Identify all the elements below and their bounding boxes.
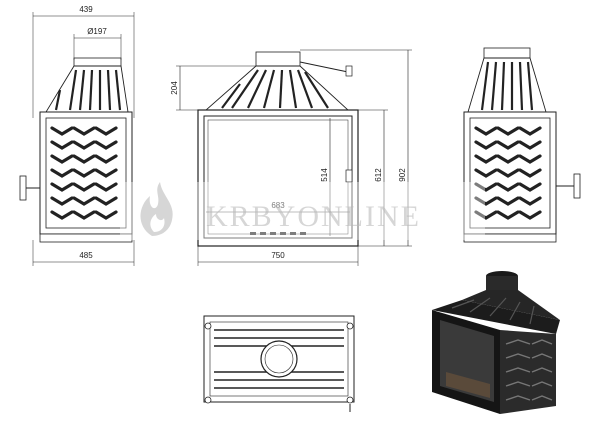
- door-glass: [203, 115, 353, 239]
- top-view: [203, 315, 355, 412]
- watermark: KRBYONLINE: [120, 182, 485, 240]
- dim-485-label: 485: [79, 251, 93, 260]
- front-hood: [204, 65, 350, 111]
- damper-lever: [299, 61, 349, 73]
- door-handle-icon: [19, 175, 27, 201]
- side-view-right: [463, 47, 581, 243]
- dim-612-label: 612: [374, 168, 383, 182]
- side-view-left: 439 Ø197: [19, 5, 135, 266]
- front-handle-icon: [345, 169, 353, 183]
- base: [39, 233, 133, 243]
- dim-750-label: 750: [271, 251, 285, 260]
- dim-204-label: 204: [170, 81, 179, 95]
- dim-514-label: 514: [320, 168, 329, 182]
- flame-logo-icon: [140, 182, 173, 236]
- right-handle-icon: [573, 173, 581, 199]
- dim-902-label: 902: [398, 168, 407, 182]
- front-view: 204 683: [170, 49, 412, 266]
- flue: [255, 51, 301, 67]
- hood-ribs: [221, 69, 329, 109]
- flue-opening-icon: [260, 340, 298, 378]
- right-hood: [467, 57, 547, 113]
- dim-439-label: 439: [79, 5, 93, 14]
- fireplace-3d-render: [432, 271, 560, 414]
- dim-flue-diameter-label: Ø197: [87, 27, 107, 36]
- flue-collar: [73, 57, 122, 67]
- air-vents: [250, 232, 306, 235]
- right-flue: [483, 47, 531, 59]
- dim-683-label: 683: [271, 201, 285, 210]
- watermark-text: KRBYONLINE: [206, 200, 421, 233]
